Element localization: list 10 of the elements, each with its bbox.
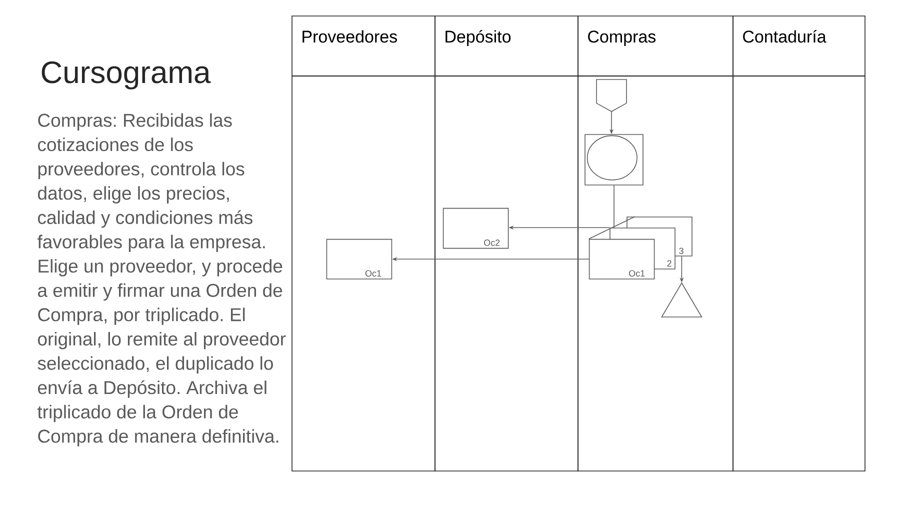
document: Oc1 [326,238,392,280]
description-text: Compras: Recibidas las cotizaciones de los proveedores, controla los datos, elige los precios, calidad y condiciones más favorables para la empresa. Elige un proveedor, y procede a emitir y firmar una Orden de Compra, por triplicado. El original, lo remite al proveedor seleccionado, el duplicado lo envía a Depósito. Archiva el triplicado de la Orden de Compra de manera definitiva. [37,113,286,446]
pentagon-symbol [596,79,627,112]
document: Oc1 [588,238,655,280]
square-frame [584,134,644,186]
swimlane: Contaduría [732,16,866,472]
circle-symbol [586,135,638,180]
document: Oc2 [442,208,509,249]
title: Cursograma [42,61,211,90]
connector-line [588,216,636,240]
